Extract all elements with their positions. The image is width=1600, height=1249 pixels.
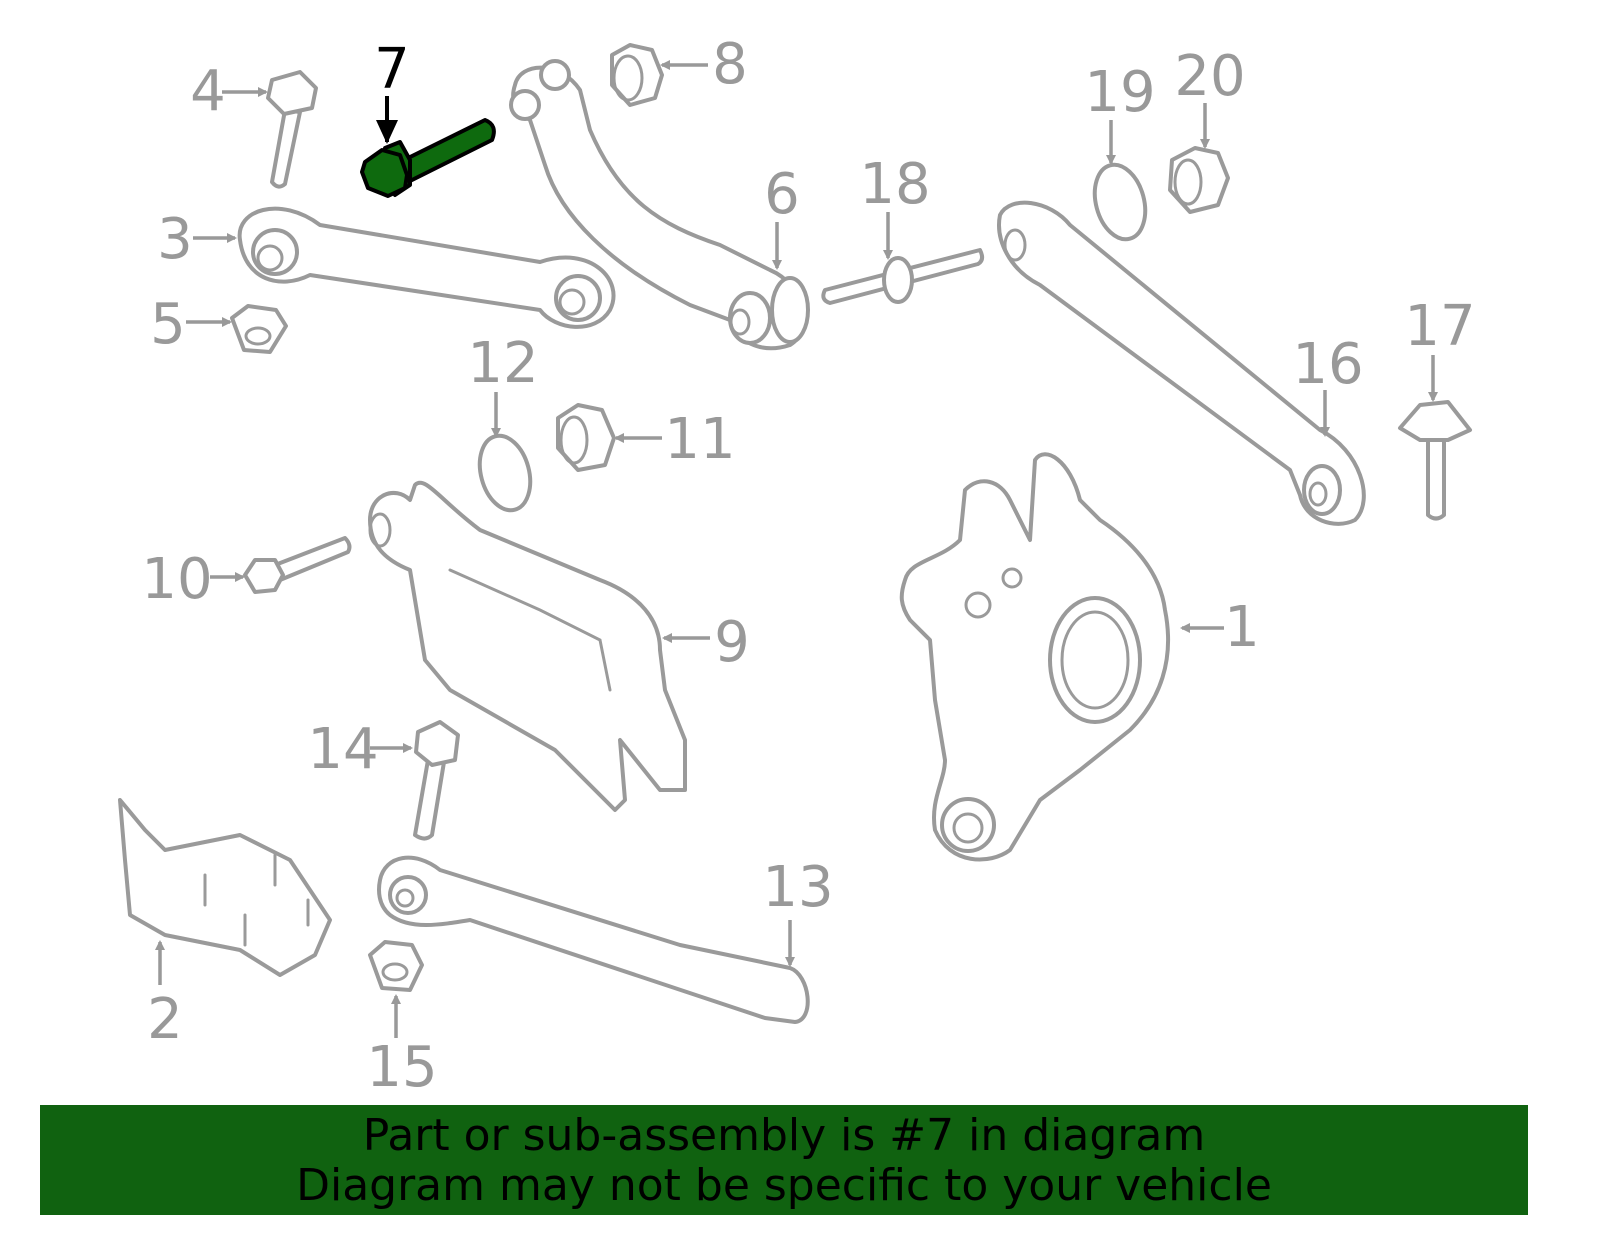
callout-11: 11 <box>614 407 736 472</box>
banner-line-disclaimer: Diagram may not be specific to your vehi… <box>296 1160 1272 1211</box>
callout-8: 8 <box>660 32 748 97</box>
callout-number: 10 <box>141 547 212 612</box>
callout-number: 4 <box>190 59 226 124</box>
part-4-bolt[interactable] <box>266 70 318 189</box>
callout-12: 12 <box>467 331 539 438</box>
callout-number: 2 <box>147 987 183 1052</box>
callout-number: 6 <box>764 162 800 227</box>
part-10-bolt[interactable] <box>243 536 352 594</box>
part-20-bushing[interactable] <box>1168 146 1230 214</box>
part-13-control-arm[interactable] <box>377 855 810 1024</box>
part-19-washer[interactable] <box>1087 159 1153 245</box>
part-15-nut[interactable] <box>368 940 424 992</box>
callout-number: 5 <box>150 292 186 357</box>
callout-9: 9 <box>662 610 750 675</box>
callout-3: 3 <box>157 207 237 272</box>
part-14-bolt[interactable] <box>413 720 460 841</box>
callout-17: 17 <box>1404 294 1476 402</box>
callout-number: 13 <box>762 855 833 920</box>
callout-number: 20 <box>1174 44 1245 109</box>
callout-5: 5 <box>150 292 232 357</box>
callout-4: 4 <box>190 59 268 124</box>
callout-number: 11 <box>664 407 735 472</box>
callout-16: 16 <box>1292 332 1364 437</box>
callout-number: 15 <box>366 1035 437 1100</box>
callout-14: 14 <box>307 717 413 782</box>
part-8-bushing[interactable] <box>610 43 664 107</box>
part-9-trailing-arm[interactable] <box>368 480 687 812</box>
callout-13: 13 <box>762 855 834 967</box>
callouts: 1 2 3 4 5 6 7 8 9 10 11 12 13 14 15 16 1… <box>141 32 1475 1100</box>
callout-19: 19 <box>1084 60 1156 165</box>
callout-number: 17 <box>1404 294 1475 359</box>
callout-18: 18 <box>859 152 931 260</box>
callout-6: 6 <box>764 162 800 270</box>
callout-20: 20 <box>1174 44 1246 149</box>
info-banner: Part or sub-assembly is #7 in diagram Di… <box>40 1105 1528 1215</box>
callout-7-highlighted: 7 <box>374 37 410 144</box>
part-18-pin[interactable] <box>821 248 985 305</box>
callout-number: 8 <box>712 32 748 97</box>
part-2-heat-shield[interactable] <box>118 798 332 977</box>
part-1-knuckle[interactable] <box>899 452 1170 862</box>
callout-number: 3 <box>157 207 193 272</box>
callout-number: 19 <box>1084 60 1155 125</box>
callout-1: 1 <box>1180 595 1260 660</box>
callout-2: 2 <box>147 940 183 1052</box>
part-3-control-arm[interactable] <box>237 206 616 329</box>
callout-number: 12 <box>467 331 538 396</box>
part-16-control-arm[interactable] <box>997 200 1366 526</box>
callout-number: 9 <box>714 610 750 675</box>
part-6-control-arm[interactable] <box>509 59 810 351</box>
part-12-washer[interactable] <box>472 430 538 516</box>
part-5-nut[interactable] <box>230 304 288 354</box>
callout-number: 18 <box>859 152 930 217</box>
part-7-bolt-highlighted[interactable] <box>360 118 496 198</box>
callout-number: 14 <box>307 717 378 782</box>
banner-line-part: Part or sub-assembly is #7 in diagram <box>362 1110 1206 1161</box>
part-17-bolt[interactable] <box>1398 400 1472 521</box>
callout-15: 15 <box>366 994 438 1100</box>
part-11-bushing[interactable] <box>556 403 616 472</box>
callout-10: 10 <box>141 547 245 612</box>
callout-number: 7 <box>374 37 410 102</box>
callout-number: 16 <box>1292 332 1363 397</box>
callout-number: 1 <box>1224 595 1260 660</box>
